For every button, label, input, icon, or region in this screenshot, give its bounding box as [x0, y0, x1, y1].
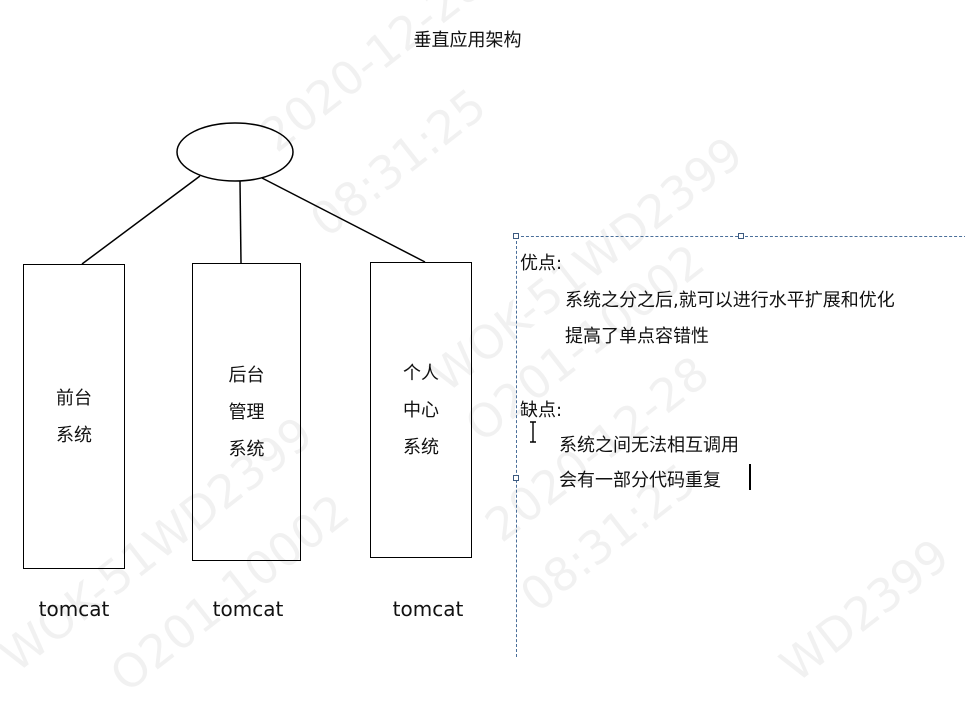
server-label: tomcat	[212, 597, 284, 621]
disadvantage-item: 会有一部分代码重复	[559, 470, 721, 491]
personal-center-system-box: 个人 中心 系统	[370, 262, 472, 558]
i-beam-cursor-icon	[530, 421, 536, 443]
box-label-line: 系统	[403, 436, 439, 458]
box-label-line: 管理	[228, 401, 265, 423]
connector-line-left	[81, 175, 201, 265]
server-label: tomcat	[38, 597, 110, 621]
connector-line-right	[261, 177, 426, 263]
server-label: tomcat	[392, 597, 464, 621]
notes-text-box[interactable]: 优点: 系统之分之后,就可以进行水平扩展和优化 提高了单点容错性 缺点: 系统之…	[513, 233, 965, 657]
diagram-title: 垂直应用架构	[413, 30, 522, 51]
backend-admin-system-box: 后台 管理 系统	[192, 263, 301, 561]
resize-handle[interactable]	[513, 475, 519, 481]
advantage-item: 系统之分之后,就可以进行水平扩展和优化	[565, 290, 895, 311]
advantage-item: 提高了单点容错性	[565, 326, 709, 347]
resize-handle[interactable]	[738, 233, 744, 239]
disadvantages-label: 缺点:	[520, 400, 563, 421]
connector-line-middle	[239, 180, 242, 264]
advantages-label: 优点:	[520, 253, 563, 274]
text-caret	[749, 464, 751, 490]
box-label-line: 前台	[56, 387, 92, 409]
disadvantage-item: 系统之间无法相互调用	[559, 435, 739, 456]
connector-layer	[81, 122, 426, 265]
box-label-line: 中心	[403, 399, 439, 421]
box-label-line: 后台	[228, 364, 265, 386]
frontend-system-box: 前台 系统	[23, 264, 125, 569]
resize-handle[interactable]	[513, 233, 519, 239]
root-node-ellipse	[176, 122, 294, 182]
box-label-line: 个人	[403, 362, 439, 384]
box-label-line: 系统	[56, 424, 92, 446]
box-label-line: 系统	[228, 438, 265, 460]
